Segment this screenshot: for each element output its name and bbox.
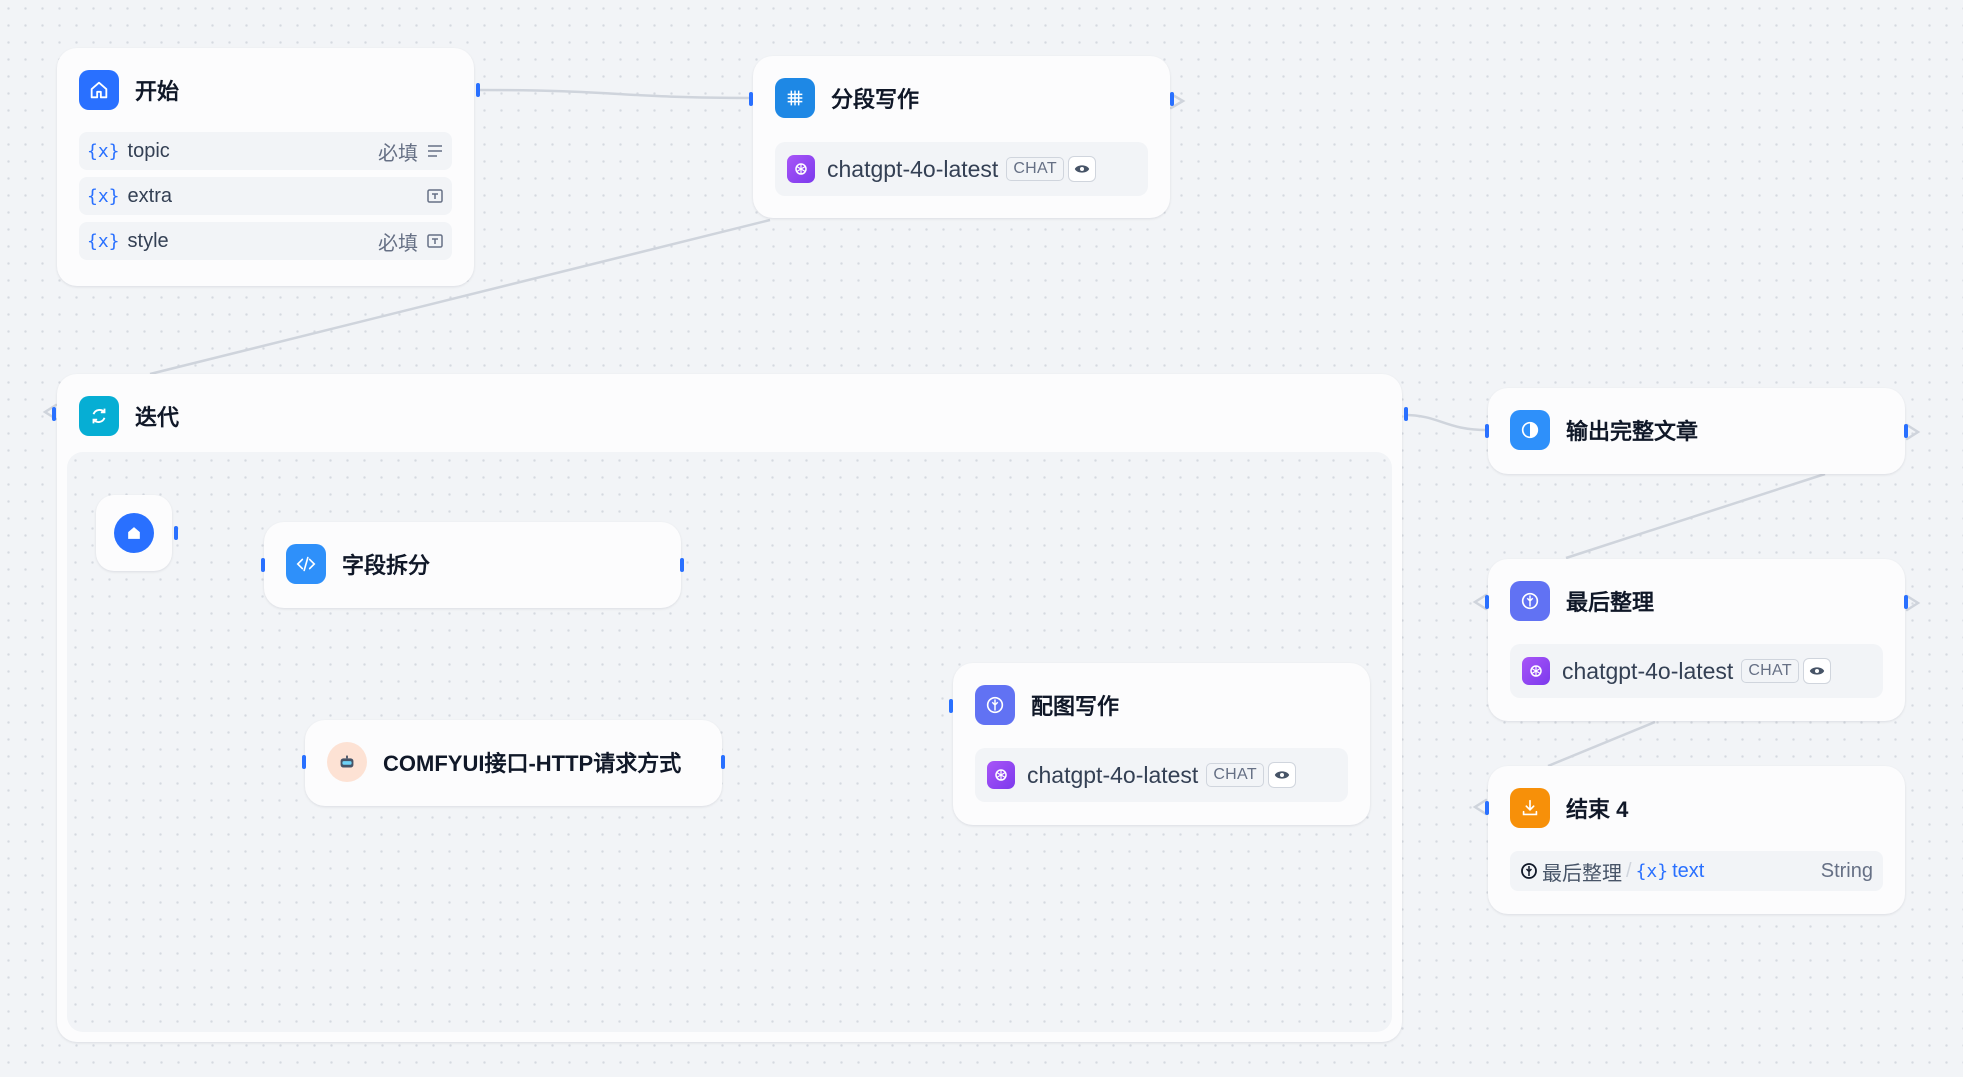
var-name: style	[127, 229, 169, 252]
final-arrange-node[interactable]: 最后整理 chatgpt-4o-latest CHAT	[1485, 559, 1908, 721]
input-handle[interactable]	[749, 92, 753, 106]
start-node[interactable]: 开始 {x} topic 必填 {x} extra {x} style 必填	[57, 48, 480, 286]
comfyui-header: COMFYUI接口-HTTP请求方式	[327, 742, 713, 782]
end-header: 结束 4	[1510, 788, 1628, 828]
model-selector[interactable]: chatgpt-4o-latest CHAT	[1510, 644, 1883, 698]
iteration-start-node[interactable]	[96, 495, 178, 571]
output-handle[interactable]	[1404, 407, 1408, 421]
output-handle[interactable]	[476, 83, 480, 97]
output-article-header: 输出完整文章	[1510, 410, 1698, 450]
edge-iteration-to-output	[1403, 413, 1488, 432]
input-handle[interactable]	[949, 699, 953, 713]
var-name: text	[1672, 859, 1705, 882]
input-handle[interactable]	[1485, 595, 1489, 609]
openai-icon	[1522, 657, 1550, 685]
segment-write-node[interactable]: 分段写作 chatgpt-4o-latest CHAT	[749, 56, 1174, 218]
edge-final-to-end	[1547, 720, 1656, 768]
required-label: 必填	[378, 142, 418, 165]
paragraph-icon	[426, 142, 444, 160]
node-title: 配图写作	[1031, 694, 1120, 719]
model-name: chatgpt-4o-latest	[1562, 657, 1734, 684]
variable-icon: {x}	[87, 230, 120, 252]
node-title: 最后整理	[1566, 590, 1655, 615]
start-node-header: 开始	[79, 70, 179, 110]
output-article-node[interactable]: 输出完整文章	[1485, 388, 1908, 474]
node-title: COMFYUI接口-HTTP请求方式	[383, 751, 682, 776]
path-separator: /	[1626, 859, 1632, 882]
node-title: 结束 4	[1566, 797, 1629, 822]
text-input-icon	[426, 232, 444, 250]
variable-icon: {x}	[87, 140, 120, 162]
output-handle[interactable]	[1170, 92, 1174, 106]
robot-avatar-icon	[327, 742, 367, 782]
home-icon	[79, 70, 119, 110]
variable-icon: {x}	[1635, 860, 1669, 882]
input-handle[interactable]	[302, 755, 306, 769]
image-write-header: 配图写作	[975, 685, 1119, 725]
model-name: chatgpt-4o-latest	[827, 155, 999, 182]
input-handle[interactable]	[1485, 801, 1489, 815]
start-var-topic[interactable]: {x} topic 必填	[79, 132, 452, 170]
model-selector[interactable]: chatgpt-4o-latest CHAT	[975, 748, 1348, 802]
end-node[interactable]: 结束 4 最后整理 / {x} text String	[1485, 766, 1905, 914]
source-node-name: 最后整理	[1542, 862, 1622, 885]
llm-icon	[1510, 581, 1550, 621]
model-mode-badge: CHAT	[1006, 157, 1064, 181]
vision-eye-icon	[1802, 658, 1831, 684]
start-var-extra[interactable]: {x} extra	[79, 177, 452, 215]
final-arrange-header: 最后整理	[1510, 581, 1654, 621]
iteration-node[interactable]: 迭代	[52, 374, 1408, 1042]
iteration-header: 迭代	[79, 396, 179, 436]
image-write-node[interactable]: 配图写作 chatgpt-4o-latest CHAT	[949, 663, 1370, 825]
input-handle[interactable]	[1485, 424, 1489, 438]
input-handle[interactable]	[261, 558, 265, 572]
vision-eye-icon	[1067, 156, 1096, 182]
openai-icon	[787, 155, 815, 183]
model-mode-badge: CHAT	[1206, 763, 1264, 787]
node-title: 分段写作	[831, 87, 920, 112]
output-handle[interactable]	[680, 558, 684, 572]
home-icon	[114, 513, 154, 553]
output-handle[interactable]	[1904, 595, 1908, 609]
field-split-header: 字段拆分	[286, 544, 430, 584]
vision-eye-icon	[1267, 762, 1296, 788]
llm-icon	[775, 78, 815, 118]
input-handle[interactable]	[52, 407, 56, 421]
end-flag-icon	[1510, 788, 1550, 828]
var-name: topic	[127, 139, 170, 162]
segment-write-header: 分段写作	[775, 78, 919, 118]
comfyui-http-node[interactable]: COMFYUI接口-HTTP请求方式	[302, 720, 725, 806]
edge-output-to-final	[1565, 472, 1826, 560]
model-mode-badge: CHAT	[1741, 659, 1799, 683]
var-type: String	[1820, 859, 1873, 882]
output-handle[interactable]	[1904, 424, 1908, 438]
loop-icon	[79, 396, 119, 436]
output-handle[interactable]	[174, 526, 178, 540]
node-title: 开始	[135, 79, 180, 104]
llm-source-icon	[1520, 862, 1538, 880]
edge-start-to-segment	[475, 88, 753, 100]
var-name: extra	[127, 184, 172, 207]
node-title: 字段拆分	[342, 553, 431, 578]
node-title: 输出完整文章	[1566, 419, 1699, 444]
template-icon	[1510, 410, 1550, 450]
start-var-style[interactable]: {x} style 必填	[79, 222, 452, 260]
field-split-node[interactable]: 字段拆分	[261, 522, 684, 608]
code-icon	[286, 544, 326, 584]
text-input-icon	[426, 187, 444, 205]
model-selector[interactable]: chatgpt-4o-latest CHAT	[775, 142, 1148, 196]
variable-icon: {x}	[87, 185, 120, 207]
openai-icon	[987, 761, 1015, 789]
end-output-variable[interactable]: 最后整理 / {x} text String	[1510, 851, 1883, 891]
llm-icon	[975, 685, 1015, 725]
node-title: 迭代	[135, 405, 180, 430]
output-handle[interactable]	[721, 755, 725, 769]
model-name: chatgpt-4o-latest	[1027, 761, 1199, 788]
required-label: 必填	[378, 232, 418, 255]
